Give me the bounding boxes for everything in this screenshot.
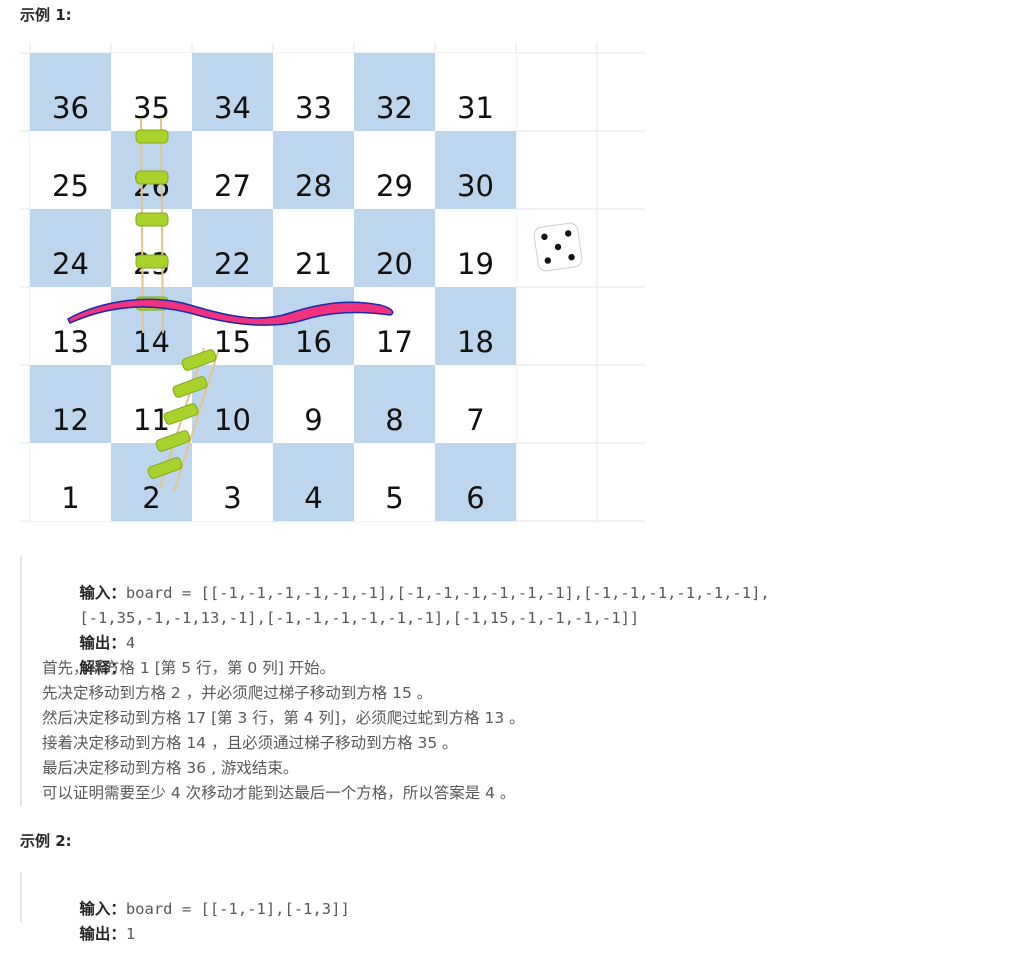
input-value-line-1: board = [[-1,-1,-1,-1,-1,-1],[-1,-1,-1,-… [125,584,770,602]
input-label: 输入： [79,584,126,602]
example-1-code-block: 输入：board = [[-1,-1,-1,-1,-1,-1],[-1,-1,-… [20,556,770,806]
input-value-line-2: [-1,35,-1,-1,13,-1],[-1,-1,-1,-1,-1,-1],… [79,609,640,627]
board-cell: 7 [435,365,516,443]
cell-number: 30 [457,169,494,203]
cell-number: 33 [295,91,332,125]
cell-number: 29 [376,169,413,203]
cell-number: 32 [376,91,413,125]
board-cell: 17 [354,287,435,365]
explain-line: 先决定移动到方格 2 ，并必须爬过梯子移动到方格 15 。 [42,684,433,702]
output-value: 4 [125,634,136,652]
explain-line: 然后决定移动到方格 17 [第 3 行，第 4 列]，必须爬过蛇到方格 13 。 [42,709,525,727]
board-cell: 16 [273,287,354,365]
cell-number: 26 [133,169,170,203]
cell-number: 17 [376,325,413,359]
cell-number: 36 [52,91,89,125]
explain-line: 可以证明需要至少 4 次移动才能到达最后一个方格，所以答案是 4 。 [42,784,516,802]
board-cell: 29 [354,131,435,209]
board-cell: 1 [30,443,111,521]
explain-line: 接着决定移动到方格 14 ，且必须通过梯子移动到方格 35 。 [42,734,458,752]
cell-number: 8 [385,403,404,437]
cell-number: 23 [133,247,170,281]
explain-line: 首先，从方格 1 [第 5 行，第 0 列] 开始。 [42,659,336,677]
board-cell: 21 [273,209,354,287]
board-cell: 33 [273,53,354,131]
board-cell: 25 [30,131,111,209]
cell-number: 31 [457,91,494,125]
board-cell: 19 [435,209,516,287]
cell-number: 15 [214,325,251,359]
cell-number: 12 [52,403,89,437]
board-cell: 32 [354,53,435,131]
board-cell: 18 [435,287,516,365]
output-label: 输出： [79,634,126,652]
board-cell: 6 [435,443,516,521]
input-value: board = [[-1,-1],[-1,3]] [125,900,350,918]
cell-number: 35 [133,91,170,125]
output-value: 1 [125,925,136,943]
example-1-heading: 示例 1: [20,6,72,24]
board-cell: 35 [111,53,192,131]
board-cell: 11 [111,365,192,443]
board-cell: 12 [30,365,111,443]
board-cell: 30 [435,131,516,209]
cell-number: 3 [223,481,242,515]
board-cell: 15 [192,287,273,365]
cell-number: 1 [61,481,80,515]
cell-number: 5 [385,481,404,515]
board-cell: 4 [273,443,354,521]
board-cell: 3 [192,443,273,521]
cell-number: 10 [214,403,251,437]
cell-number: 11 [133,403,170,437]
board-cell: 10 [192,365,273,443]
cell-number: 2 [142,481,161,515]
explain-label: 解释： [79,659,126,677]
board-cell: 20 [354,209,435,287]
cell-number: 19 [457,247,494,281]
cell-number: 22 [214,247,251,281]
board-cell: 8 [354,365,435,443]
cell-number: 34 [214,91,251,125]
cell-number: 25 [52,169,89,203]
cell-number: 16 [295,325,332,359]
explain-line: 最后决定移动到方格 36 , 游戏结束。 [42,759,299,777]
cell-number: 20 [376,247,413,281]
cell-number: 18 [457,325,494,359]
board-cell: 13 [30,287,111,365]
cell-number: 14 [133,325,170,359]
board-cell: 26 [111,131,192,209]
cell-number: 21 [295,247,332,281]
example-2-heading: 示例 2: [20,832,72,850]
board-cell: 34 [192,53,273,131]
board-cell: 9 [273,365,354,443]
board-cell: 22 [192,209,273,287]
board-cell: 31 [435,53,516,131]
input-label: 输入： [79,900,126,918]
board-cell: 14 [111,287,192,365]
board-cell: 2 [111,443,192,521]
cell-number: 4 [304,481,323,515]
board-cell: 24 [30,209,111,287]
board-cell: 28 [273,131,354,209]
example-2-code-block: 输入：board = [[-1,-1],[-1,3]] 输出：1 [20,872,350,943]
cell-number: 24 [52,247,89,281]
cell-number: 27 [214,169,251,203]
board-cell: 5 [354,443,435,521]
output-label: 输出： [79,925,126,943]
board-cell: 23 [111,209,192,287]
cell-number: 28 [295,169,332,203]
board-cell: 36 [30,53,111,131]
cell-number: 7 [466,403,485,437]
cell-number: 9 [304,403,323,437]
cell-number: 13 [52,325,89,359]
cell-number: 6 [466,481,485,515]
board-cell: 27 [192,131,273,209]
